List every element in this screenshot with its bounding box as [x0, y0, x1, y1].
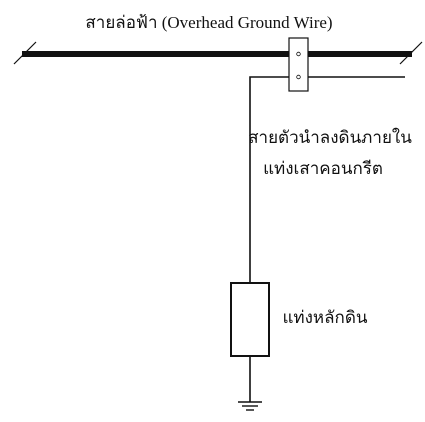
- down-conductor: [249, 76, 289, 283]
- ground-rod-label: แท่งหลักดิน: [282, 308, 367, 327]
- break-mark-right: [399, 41, 423, 65]
- clamp-bolt-top: [296, 51, 301, 57]
- ground-symbol-icon: [238, 401, 262, 411]
- ground-rod: [230, 282, 270, 357]
- down-conductor-label-line1: สายตัวนำลงดินภายใน: [248, 127, 412, 147]
- overhead-wire-label: สายล่อฟ้า (Overhead Ground Wire): [85, 13, 332, 32]
- down-conductor-label-line2: แท่งเสาคอนกรีต: [263, 159, 383, 178]
- break-mark-left: [13, 41, 37, 65]
- clamp-bolt-bottom: [296, 74, 301, 80]
- clamp-connector: [288, 37, 309, 92]
